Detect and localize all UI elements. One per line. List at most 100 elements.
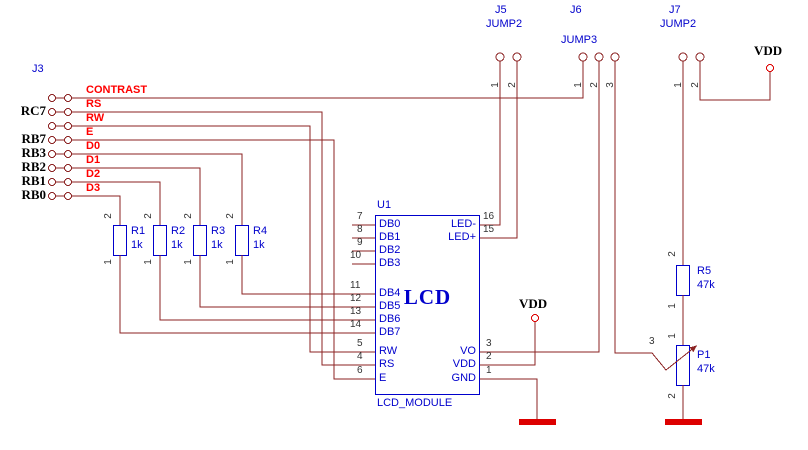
r1-ref: R1 xyxy=(131,225,146,237)
j6-pin3-circle xyxy=(610,52,620,62)
net-label-d3: D3 xyxy=(86,182,101,194)
pin-num-led-plus: 15 xyxy=(483,224,495,235)
lcd-body xyxy=(375,215,480,395)
r2-pin-top: 2 xyxy=(142,213,154,219)
pin-num-e: 6 xyxy=(357,365,363,376)
wire-d1 xyxy=(71,167,375,308)
wire-d0 xyxy=(71,153,375,295)
p1-pin-top: 1 xyxy=(666,333,678,339)
j5-pin-1: 1 xyxy=(489,82,501,88)
j3-pair-wires xyxy=(55,97,65,197)
wire-led-minus xyxy=(480,61,501,226)
ground-bar-right xyxy=(665,419,702,425)
wire-j7-vdd xyxy=(699,61,771,101)
r5-ref: R5 xyxy=(697,265,712,277)
vdd-label-mid: VDD xyxy=(519,296,548,311)
r1-value: 1k xyxy=(131,239,143,251)
u1-ref: U1 xyxy=(377,199,392,211)
r5-value: 47k xyxy=(697,279,715,291)
p1-ref: P1 xyxy=(697,349,711,361)
wire-pot-wiper xyxy=(614,61,696,371)
pin-name-db5: DB5 xyxy=(379,300,401,312)
r4-pin-top: 2 xyxy=(224,213,236,219)
vdd-label-top: VDD xyxy=(754,43,783,58)
r4-body xyxy=(235,225,249,256)
wire-rw xyxy=(71,125,375,353)
pin-num-vdd: 2 xyxy=(486,351,492,362)
pin-num-rw: 5 xyxy=(357,338,363,349)
pin-name-gnd: GND xyxy=(451,372,476,384)
component-outlines xyxy=(113,215,690,395)
wire-db0-db3-stubs xyxy=(352,224,375,265)
wire-vdd-pin xyxy=(480,321,536,366)
pin-num-rs: 4 xyxy=(357,351,363,362)
j6-pin-2: 2 xyxy=(588,82,600,88)
r3-pin-top: 2 xyxy=(182,213,194,219)
pin-name-db2: DB2 xyxy=(379,244,401,256)
ground-symbols xyxy=(519,419,702,425)
j6-pin-1: 1 xyxy=(572,82,584,88)
j3-ref: J3 xyxy=(32,63,44,75)
vdd-top-circle xyxy=(766,64,774,72)
pin-name-db6: DB6 xyxy=(379,313,401,325)
wire-led-plus xyxy=(480,61,518,239)
port-label-rb2: RB2 xyxy=(21,159,46,174)
r2-body xyxy=(153,225,167,256)
j6-type: JUMP3 xyxy=(561,34,598,46)
r3-ref: R3 xyxy=(211,225,226,237)
pin-num-db0: 7 xyxy=(357,211,363,222)
j7-ref: J7 xyxy=(669,4,681,16)
pin-name-rs: RS xyxy=(379,358,395,370)
p1-body xyxy=(676,345,690,386)
pin-num-db6: 13 xyxy=(350,306,362,317)
r1-body xyxy=(113,225,127,256)
wire-contrast xyxy=(71,61,584,99)
pin-num-db7: 14 xyxy=(350,319,362,330)
r2-value: 1k xyxy=(171,239,183,251)
j5-pin-2: 2 xyxy=(506,82,518,88)
wire-d3 xyxy=(71,195,375,334)
p1-value: 47k xyxy=(697,363,715,375)
pin-name-rw: RW xyxy=(379,345,398,357)
j7-type: JUMP2 xyxy=(660,18,697,30)
net-label-d2: D2 xyxy=(86,168,101,180)
wire-d2 xyxy=(71,181,375,321)
j6-ref: J6 xyxy=(570,4,582,16)
pin-name-vo: VO xyxy=(460,345,476,357)
r1-pin-bottom: 1 xyxy=(102,259,114,265)
r3-value: 1k xyxy=(211,239,223,251)
net-label-d0: D0 xyxy=(86,140,101,152)
r4-value: 1k xyxy=(253,239,265,251)
wire-rs xyxy=(71,111,375,366)
r5-pin-top: 2 xyxy=(666,251,678,257)
net-label-contrast: CONTRAST xyxy=(86,84,148,96)
port-label-rb7: RB7 xyxy=(21,131,46,146)
net-label-rw: RW xyxy=(86,112,105,124)
net-label-e: E xyxy=(86,126,94,138)
r1-pin-top: 2 xyxy=(102,213,114,219)
j7-pin-1: 1 xyxy=(672,82,684,88)
pin-name-db4: DB4 xyxy=(379,287,401,299)
ground-bar-center xyxy=(519,419,556,425)
j6-pin-3: 3 xyxy=(604,82,616,88)
pin-num-db2: 9 xyxy=(357,237,363,248)
j6-pin1-circle xyxy=(578,52,588,62)
pin-name-e: E xyxy=(379,372,387,384)
r2-pin-bottom: 1 xyxy=(142,259,154,265)
j7-pin1-circle xyxy=(678,52,688,62)
p1-pin-bottom: 2 xyxy=(666,393,678,399)
wire-vo xyxy=(480,61,600,353)
u1-module: LCD_MODULE xyxy=(377,397,453,409)
net-label-rs: RS xyxy=(86,98,102,110)
pin-name-db7: DB7 xyxy=(379,326,401,338)
j6-pin2-circle xyxy=(594,52,604,62)
pin-name-led-minus: LED- xyxy=(450,218,476,230)
port-label-rb1: RB1 xyxy=(21,173,46,188)
pin-name-vdd: VDD xyxy=(452,358,476,370)
r4-pin-bottom: 1 xyxy=(224,259,236,265)
p1-pin-wiper: 3 xyxy=(649,336,655,347)
pin-name-db3: DB3 xyxy=(379,257,401,269)
pin-name-led-plus: LED+ xyxy=(448,231,476,243)
